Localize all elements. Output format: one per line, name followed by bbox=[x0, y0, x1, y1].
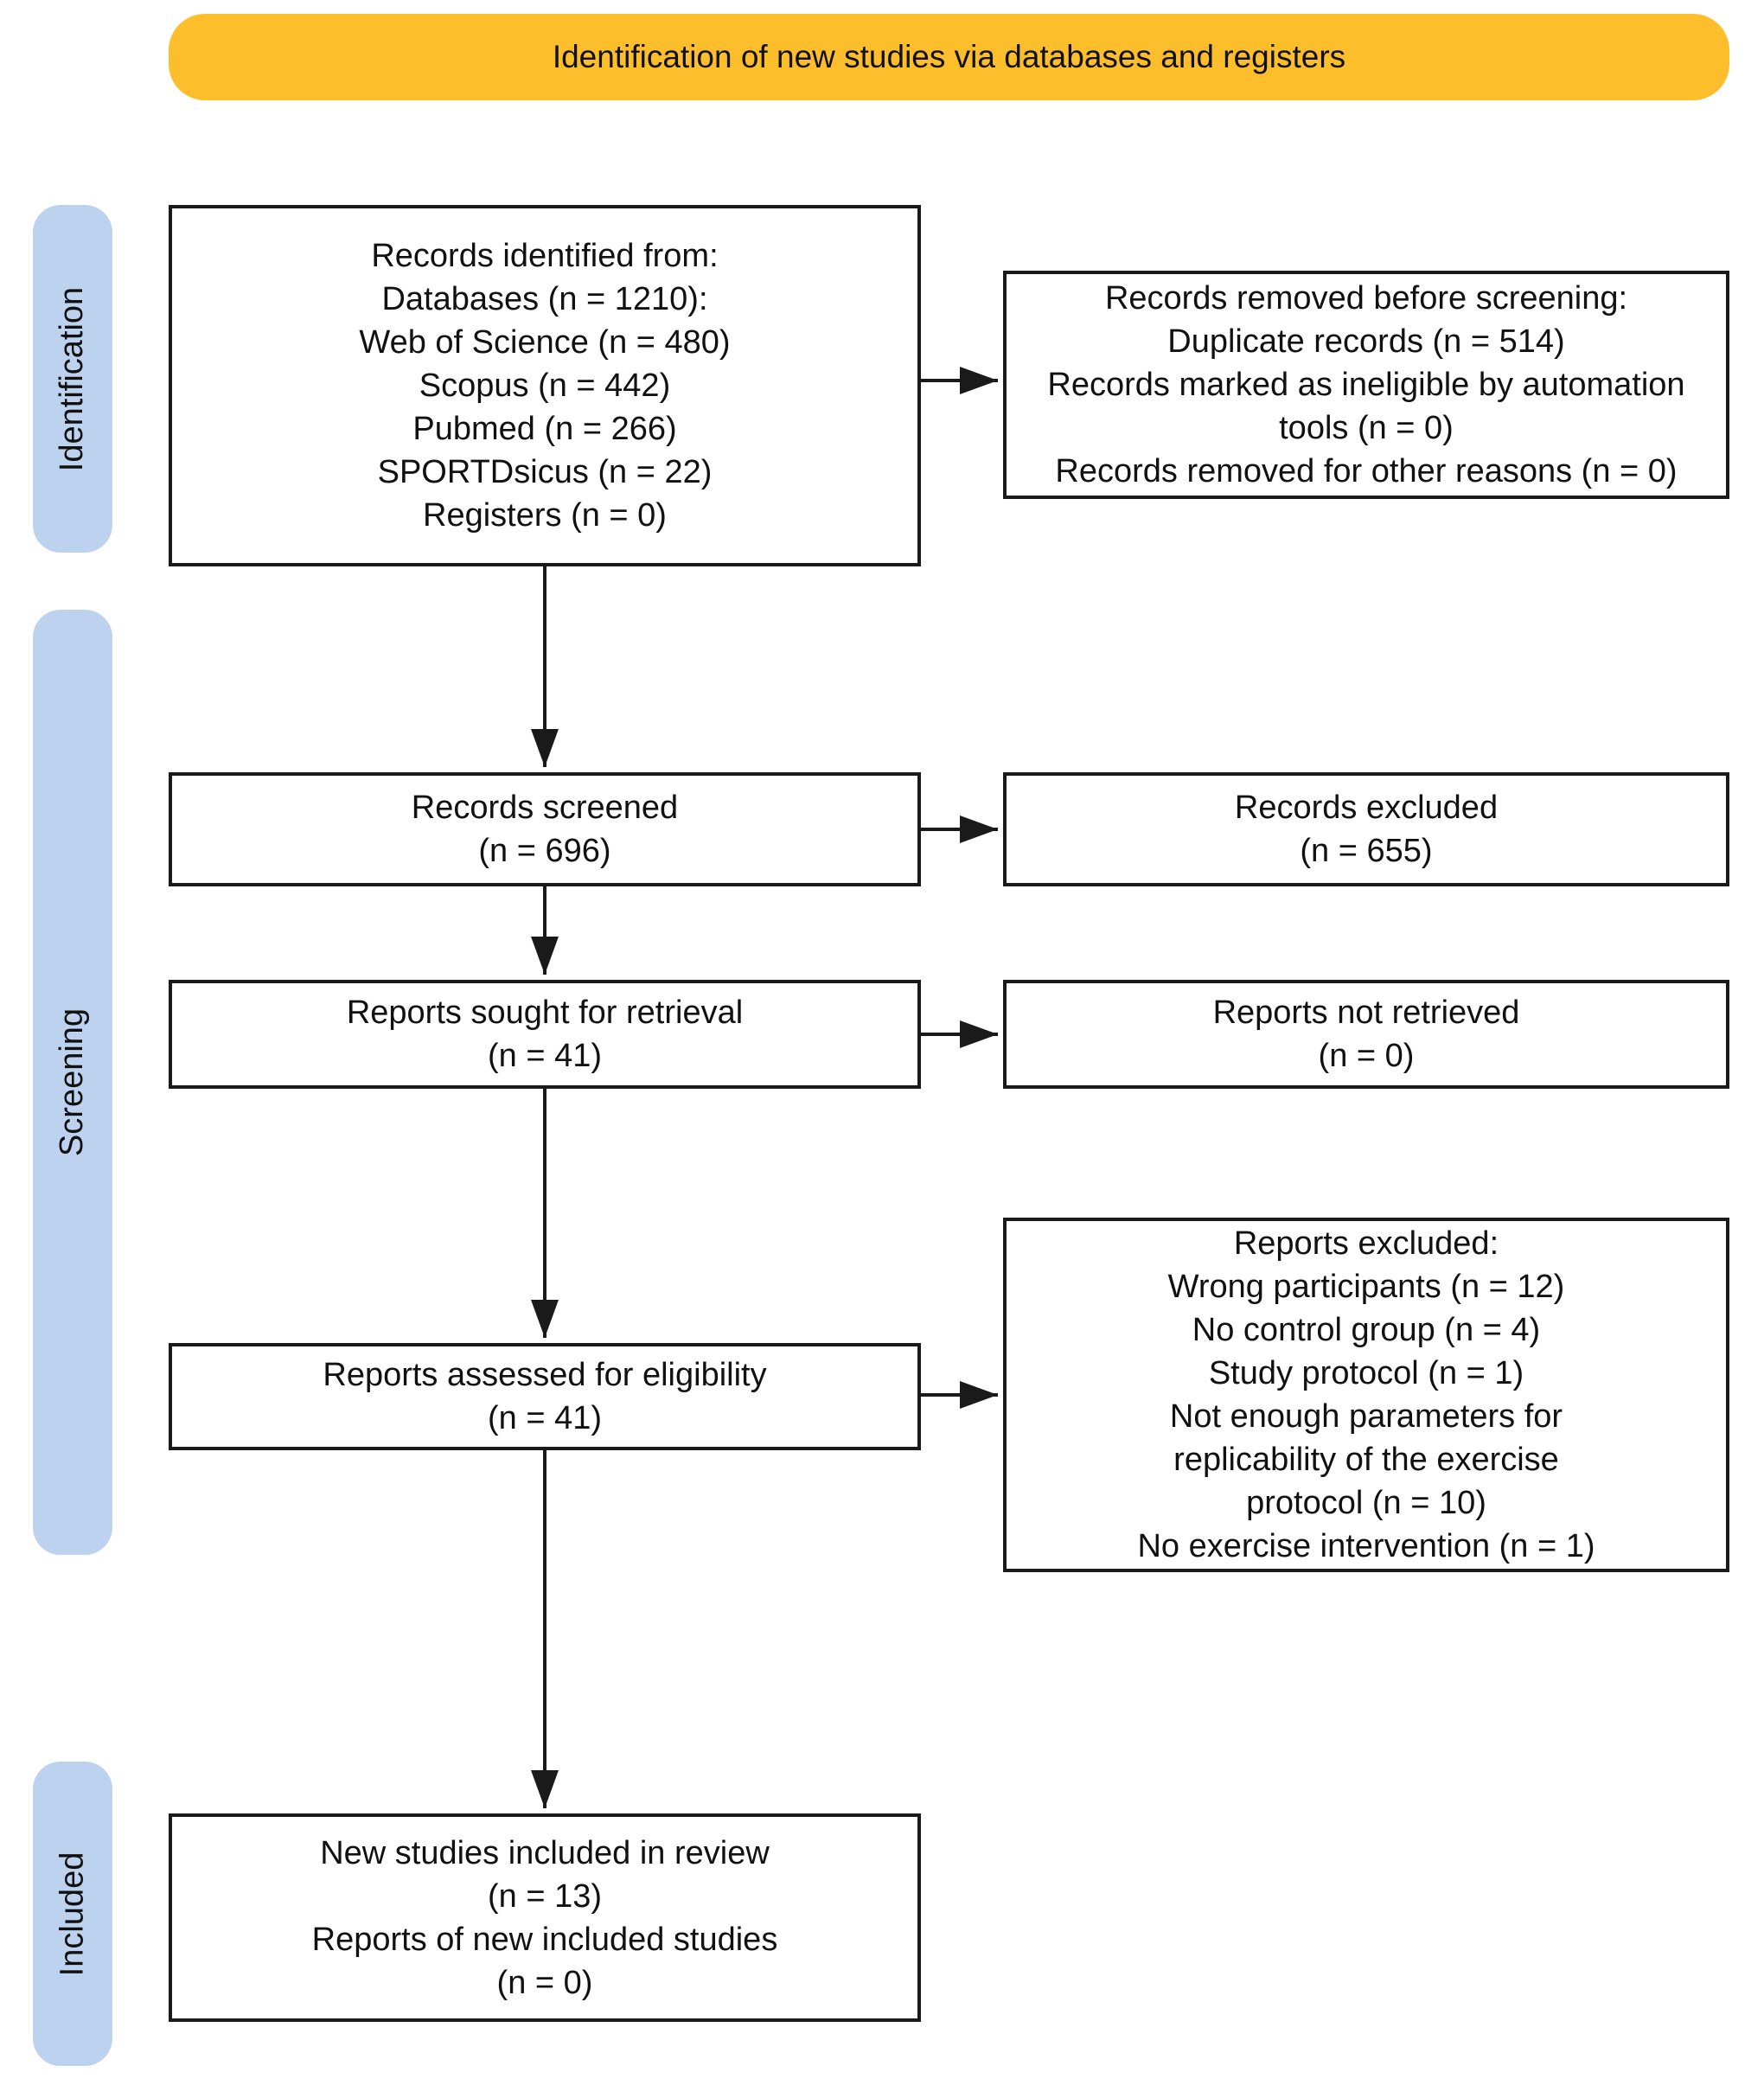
box-new-studies-included: New studies included in review (n = 13) … bbox=[169, 1813, 921, 2022]
stage-label-screening: Screening bbox=[54, 1007, 91, 1157]
box-records-removed-before-screening: Records removed before screening: Duplic… bbox=[1003, 271, 1729, 499]
box-reports-excluded-reasons: Reports excluded: Wrong participants (n … bbox=[1003, 1218, 1729, 1572]
banner-identification-via-databases: Identification of new studies via databa… bbox=[169, 14, 1729, 100]
box-reports-sought-for-retrieval: Reports sought for retrieval (n = 41) bbox=[169, 980, 921, 1089]
box-reports-not-retrieved: Reports not retrieved (n = 0) bbox=[1003, 980, 1729, 1089]
stage-label-identification: Identification bbox=[54, 286, 91, 471]
box-records-screened: Records screened (n = 696) bbox=[169, 772, 921, 886]
stage-label-included: Included bbox=[54, 1852, 91, 1976]
stage-bar-identification: Identification bbox=[33, 205, 112, 553]
box-records-identified: Records identified from: Databases (n = … bbox=[169, 205, 921, 566]
stage-bar-included: Included bbox=[33, 1762, 112, 2066]
stage-bar-screening: Screening bbox=[33, 610, 112, 1555]
box-reports-assessed-for-eligibility: Reports assessed for eligibility (n = 41… bbox=[169, 1343, 921, 1450]
box-records-excluded: Records excluded (n = 655) bbox=[1003, 772, 1729, 886]
